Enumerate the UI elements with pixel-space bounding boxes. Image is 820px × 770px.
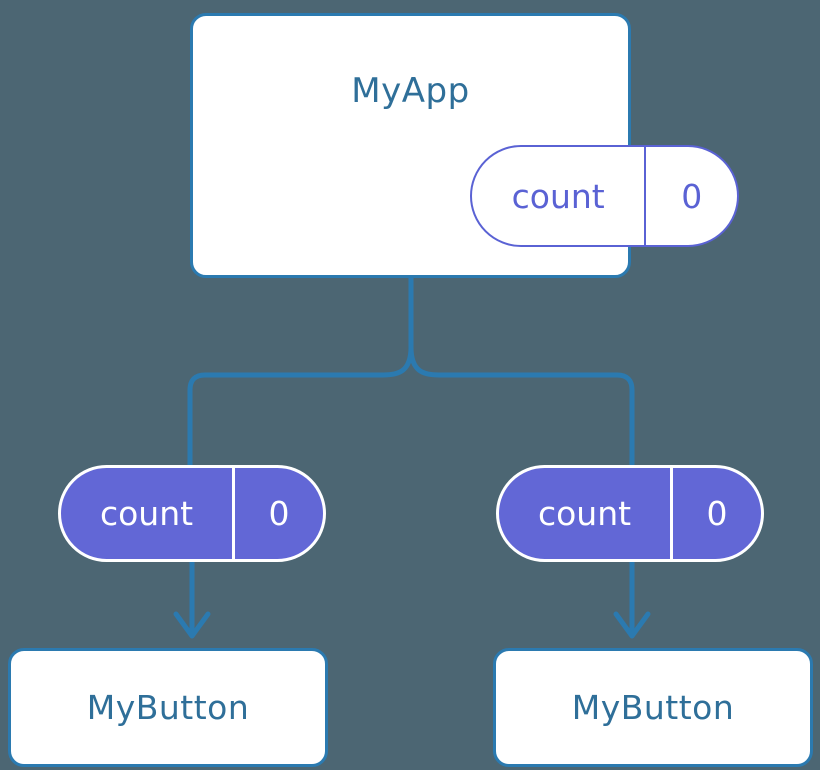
state-key-label: count xyxy=(537,494,632,533)
wire-arrow-left xyxy=(173,559,211,639)
state-value-label: 0 xyxy=(670,468,761,559)
state-pill-myapp[interactable]: count 0 xyxy=(470,145,739,247)
wire-arrow-right xyxy=(613,559,651,639)
state-key-label: count xyxy=(511,176,605,216)
wire-branch-left xyxy=(187,344,414,469)
state-value-label: 0 xyxy=(232,468,323,559)
component-card-mybutton-left[interactable]: MyButton xyxy=(8,648,328,767)
component-title-mybutton: MyButton xyxy=(571,688,735,727)
component-card-myapp[interactable]: MyApp count 0 xyxy=(190,13,739,278)
state-pill-left[interactable]: count 0 xyxy=(58,465,326,562)
component-title-myapp: MyApp xyxy=(351,71,470,111)
component-card-mybutton-right[interactable]: MyButton xyxy=(493,648,813,767)
state-pill-right[interactable]: count 0 xyxy=(496,465,764,562)
state-value-label: 0 xyxy=(644,147,737,245)
state-key-label: count xyxy=(99,494,194,533)
component-title-mybutton: MyButton xyxy=(86,688,250,727)
wire-branch-right xyxy=(408,344,635,469)
